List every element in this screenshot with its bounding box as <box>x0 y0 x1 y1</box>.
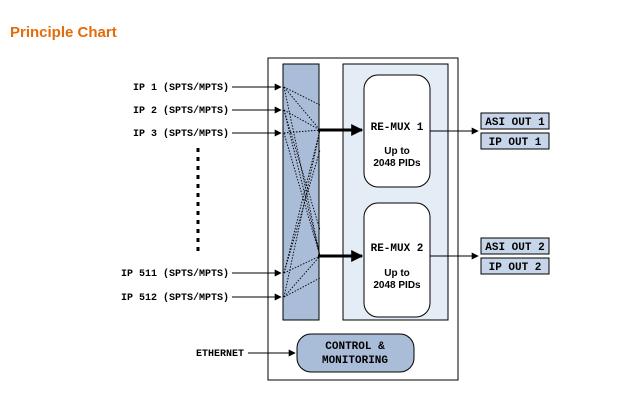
remux-1-capacity-1: Up to <box>384 146 410 157</box>
switch-matrix <box>282 63 320 321</box>
input-label-511: IP 511 (SPTS/MPTS) <box>121 268 229 280</box>
remux-2-capacity-1: Up to <box>384 268 410 279</box>
remux-2-label: RE-MUX 2 <box>371 243 424 255</box>
asi-out-2-box <box>480 237 550 255</box>
input-label-1: IP 1 (SPTS/MPTS) <box>133 82 229 94</box>
ip-out-1-box <box>480 132 550 150</box>
ip-out-2-label: IP OUT 2 <box>489 262 542 274</box>
page-title: Principle Chart <box>10 24 117 41</box>
ip-out-1-label: IP OUT 1 <box>489 137 542 149</box>
remux-2-capacity-2: 2048 PIDs <box>373 280 421 291</box>
input-label-2: IP 2 (SPTS/MPTS) <box>133 105 229 117</box>
input-label-3: IP 3 (SPTS/MPTS) <box>133 128 229 140</box>
remux-1-label: RE-MUX 1 <box>371 122 424 134</box>
ethernet-label: ETHERNET <box>196 349 244 360</box>
input-label-512: IP 512 (SPTS/MPTS) <box>121 292 229 304</box>
asi-out-1-label: ASI OUT 1 <box>485 117 545 129</box>
asi-out-2-label: ASI OUT 2 <box>485 242 544 254</box>
control-monitoring-box <box>296 333 415 373</box>
remux-2-box <box>363 202 431 318</box>
control-label-1: CONTROL & <box>325 341 385 353</box>
control-label-2: MONITORING <box>322 355 388 367</box>
remux-1-capacity-2: 2048 PIDs <box>373 158 421 169</box>
switch-dotted-lines <box>283 86 321 298</box>
asi-out-1-box <box>480 112 550 130</box>
ip-out-2-box <box>480 257 550 275</box>
